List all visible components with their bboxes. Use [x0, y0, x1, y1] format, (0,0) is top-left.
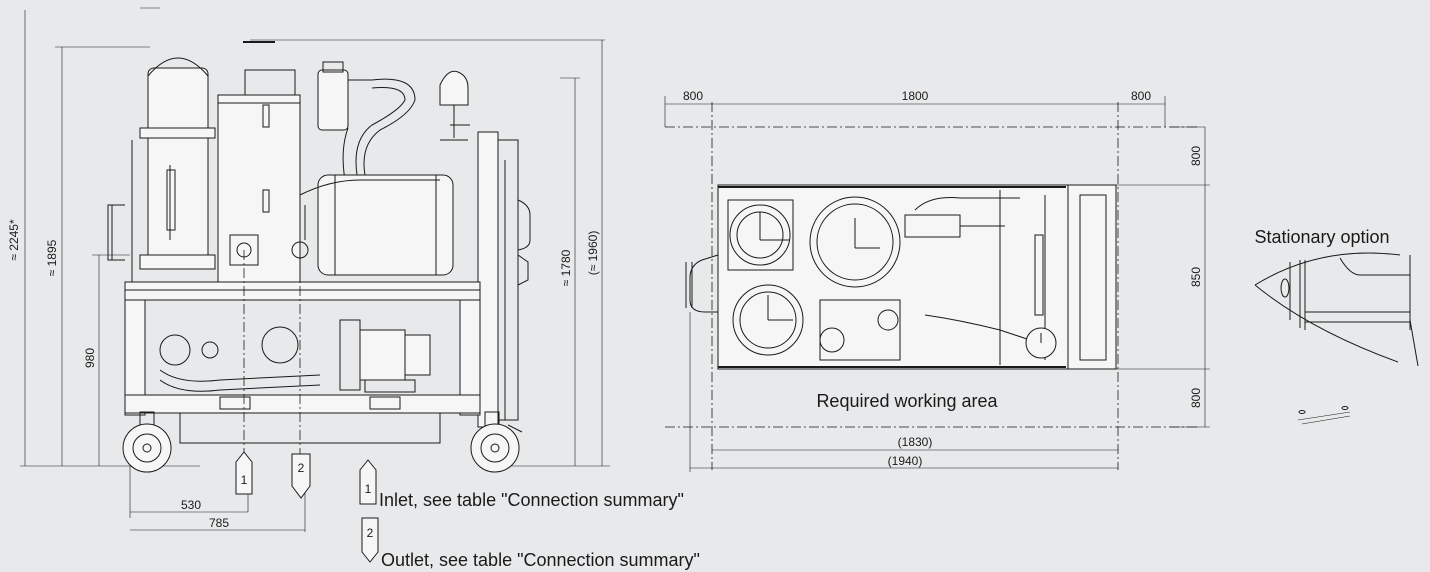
- dim-inlet-offset: 530: [181, 498, 201, 512]
- legend-outlet-number: 2: [367, 526, 374, 540]
- dim-clear-right: 800: [1131, 89, 1151, 103]
- dim-overall-height: (≈ 1960): [586, 231, 600, 276]
- wheel-left: [122, 411, 172, 473]
- dim-length: 1800: [902, 89, 929, 103]
- top-view: [664, 96, 1210, 472]
- legend-outlet-symbol: [361, 517, 379, 563]
- dim-clear-bottom: 800: [1189, 388, 1203, 408]
- legend: 1 Inlet, see table "Connection summary" …: [359, 459, 700, 570]
- dim-clear-top: 800: [1189, 146, 1203, 166]
- stationary-option-label: Stationary option: [1254, 227, 1389, 247]
- dim-outlet-offset: 785: [209, 516, 229, 530]
- dim-overall-length: (1940): [888, 454, 923, 468]
- side-view: [20, 7, 610, 532]
- legend-inlet-symbol: [359, 459, 377, 505]
- dim-clear-left: 800: [683, 89, 703, 103]
- marker-inlet-number: 1: [241, 473, 248, 487]
- wheel-right: [470, 411, 523, 473]
- legend-outlet-text: Outlet, see table "Connection summary": [381, 550, 700, 570]
- dim-total-height: ≈ 2245*: [7, 219, 21, 261]
- dim-frame-length: (1830): [898, 435, 933, 449]
- dim-frame-height: ≈ 1895: [45, 239, 59, 276]
- dim-handle-height: ≈ 1780: [559, 249, 573, 286]
- legend-inlet-number: 1: [365, 482, 372, 496]
- dim-width: 850: [1189, 267, 1203, 287]
- legend-inlet-text: Inlet, see table "Connection summary": [379, 490, 684, 510]
- marker-outlet-number: 2: [298, 461, 305, 475]
- dim-inlet-height: 980: [83, 348, 97, 368]
- working-area-label: Required working area: [816, 391, 998, 411]
- stationary-detail: [1254, 252, 1419, 425]
